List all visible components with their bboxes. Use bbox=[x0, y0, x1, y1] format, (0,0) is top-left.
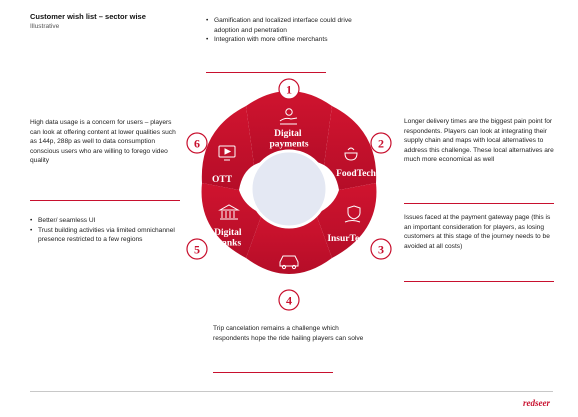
page-title: Customer wish list – sector wise bbox=[30, 12, 146, 21]
note-insurtech: Issues faced at the payment gateway page… bbox=[404, 214, 551, 250]
redseer-logo: redseer bbox=[523, 398, 550, 408]
food-bowl-icon bbox=[344, 147, 358, 161]
badge-ott bbox=[186, 132, 208, 154]
divider-digital-payments bbox=[206, 72, 326, 73]
segment-digital-banks: 5 Digital banks bbox=[186, 183, 262, 260]
shield-hand-icon bbox=[344, 205, 361, 223]
badge-digital-banks bbox=[186, 238, 208, 260]
badge-insurtech bbox=[370, 238, 392, 260]
coin-hand-icon bbox=[279, 108, 298, 125]
badge-number-insurtech: 3 bbox=[378, 243, 384, 257]
note-digital-payments-item-1: Gamification and localized interface cou… bbox=[206, 16, 374, 35]
label-digital-banks-line-2: banks bbox=[217, 239, 242, 249]
badge-number-ott: 6 bbox=[194, 137, 200, 151]
petal-digital-payments bbox=[246, 91, 332, 165]
segment-insurtech: 3 InsurTech bbox=[316, 183, 392, 260]
divider-foodtech bbox=[404, 203, 554, 204]
note-digital-banks-item-1: Better/ seamless UI bbox=[30, 216, 180, 226]
page-subtitle: Illustrative bbox=[30, 23, 60, 30]
segment-ride-hailing: 4 Ride hailing bbox=[246, 214, 332, 311]
divider-ott bbox=[30, 200, 180, 201]
badge-number-foodtech: 2 bbox=[378, 137, 384, 151]
divider-insurtech bbox=[404, 281, 554, 282]
label-digital-payments-line-2: payments bbox=[269, 140, 308, 150]
segment-digital-payments: 1 Digital payments bbox=[246, 78, 332, 165]
petal-ride-hailing bbox=[246, 214, 332, 274]
label-ott: OTT bbox=[212, 175, 233, 185]
footer-divider bbox=[30, 391, 553, 392]
badge-foodtech bbox=[370, 132, 392, 154]
note-foodtech: Longer delivery times are the biggest pa… bbox=[404, 118, 554, 164]
note-ride-hailing: Trip cancelation remains a challenge whi… bbox=[213, 325, 364, 342]
label-foodtech: FoodTech bbox=[336, 169, 376, 179]
segment-ott: 6 OTT bbox=[186, 106, 254, 190]
petal-digital-banks bbox=[201, 183, 262, 258]
label-digital-banks-line-1: Digital bbox=[214, 228, 242, 238]
label-digital-banks: Digital banks bbox=[214, 228, 244, 249]
note-digital-banks: Better/ seamless UI Trust building activ… bbox=[30, 216, 180, 245]
petal-insurtech bbox=[316, 183, 377, 258]
badge-ride-hailing bbox=[278, 289, 300, 311]
divider-ride-hailing bbox=[213, 372, 333, 373]
badge-digital-payments bbox=[278, 78, 300, 100]
label-digital-payments: Digital payments bbox=[269, 129, 308, 150]
label-digital-payments-line-1: Digital bbox=[274, 129, 302, 139]
label-insurtech: InsurTech bbox=[327, 234, 369, 244]
note-ott: High data usage is a concern for users –… bbox=[30, 119, 176, 165]
badge-number-digital-banks: 5 bbox=[194, 243, 200, 257]
label-ride-hailing: Ride hailing bbox=[264, 274, 314, 284]
bank-icon bbox=[218, 204, 240, 220]
video-screen-icon bbox=[218, 145, 236, 161]
car-icon bbox=[279, 255, 299, 270]
segment-foodtech: 2 FoodTech bbox=[324, 106, 392, 190]
center-circle bbox=[249, 149, 329, 229]
badge-number-ride-hailing: 4 bbox=[286, 294, 292, 308]
note-digital-payments: Gamification and localized interface cou… bbox=[206, 16, 374, 45]
badge-number-digital-payments: 1 bbox=[286, 83, 292, 97]
note-digital-banks-item-2: Trust building activities via limited om… bbox=[30, 226, 180, 245]
note-digital-payments-item-2: Integration with more offline merchants bbox=[206, 35, 374, 45]
petal-ott bbox=[201, 106, 254, 190]
